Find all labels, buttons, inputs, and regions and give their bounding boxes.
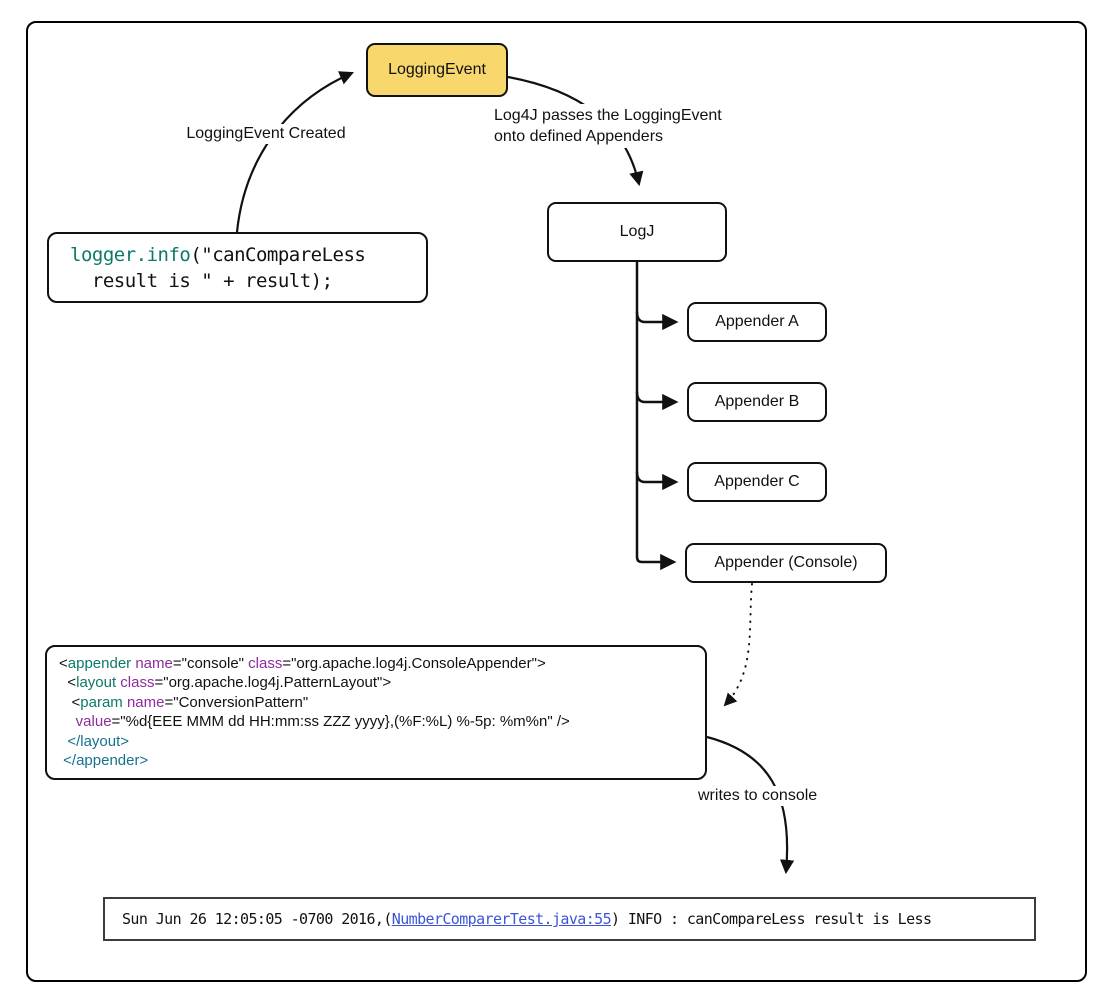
code-method: logger.info [70,244,191,266]
xml-line-4: value="%d{EEE MMM dd HH:mm:ss ZZZ yyyy},… [75,713,570,731]
console-source-link[interactable]: NumberComparerTest.java:55 [391,910,612,928]
console-output-box: Sun Jun 26 12:05:05 -0700 2016,(NumberCo… [103,897,1036,941]
node-appender-b: Appender B [687,382,827,422]
node-appender-b-label: Appender B [714,393,800,410]
xml-tag: param [80,693,123,711]
node-logj: LogJ [547,202,727,262]
node-logging-event-label: LoggingEvent [388,61,486,78]
xml-attr: name [122,693,165,711]
label-log4j-passes-line1: Log4J passes the LoggingEvent [494,107,722,124]
node-appender-a-label: Appender A [715,313,799,330]
xml-tag: appender [67,655,132,672]
xml-closing-tag: </layout> [59,732,130,750]
node-logging-event: LoggingEvent [366,43,508,97]
xml-line-1: <appender name="console" class="org.apac… [59,655,546,672]
diagram-outer-frame [26,21,1087,982]
node-appender-a: Appender A [687,302,827,342]
node-appender-console: Appender (Console) [685,543,887,583]
xml-line-5: </layout> [59,732,693,751]
node-appender-c: Appender C [687,462,827,502]
console-output-suffix: ) INFO : canCompareLess result is Less [611,910,932,928]
xml-line-3: <param name="ConversionPattern" [59,693,309,711]
console-output-prefix: Sun Jun 26 12:05:05 -0700 2016,( [122,910,392,928]
label-log4j-passes: Log4J passes the LoggingEvent onto defin… [492,104,724,148]
xml-attr: class [116,674,155,692]
xml-closing-tag: </appender> [59,752,149,770]
xml-attr: value [75,713,112,731]
xml-config-box: <appender name="console" class="org.apac… [45,645,707,780]
code-snippet-box: logger.info("canCompareLess result is " … [47,232,428,303]
node-appender-console-label: Appender (Console) [714,554,858,571]
label-log4j-passes-line2: onto defined Appenders [494,128,664,145]
node-appender-c-label: Appender C [714,473,800,490]
code-line2: result is " + result); [70,270,333,292]
xml-tag: layout [76,674,117,692]
xml-attr: name [131,655,173,672]
code-rest-line1: ("canCompareLess [190,244,366,266]
label-loggingevent-created: LoggingEvent Created [171,124,361,144]
label-writes-to-console: writes to console [696,786,820,806]
node-logj-label: LogJ [619,223,655,240]
xml-line-6: </appender> [59,751,693,770]
xml-attr: class [244,655,283,672]
xml-line-2: <layout class="org.apache.log4j.PatternL… [59,674,392,692]
